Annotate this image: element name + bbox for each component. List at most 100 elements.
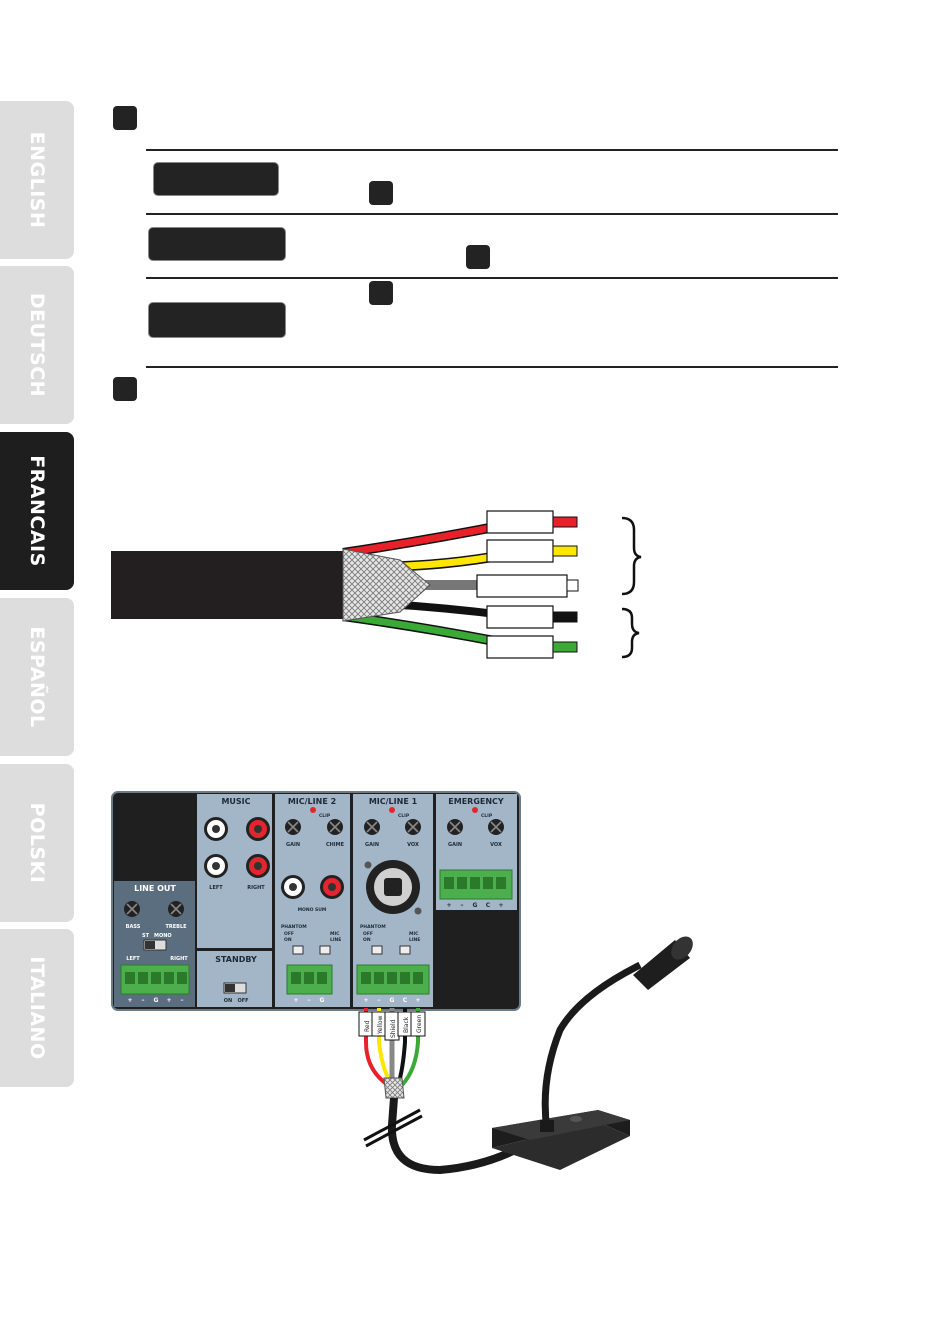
terminal-sign: – — [461, 902, 464, 909]
standby-on-label: ON — [224, 998, 232, 1004]
line-out-title: LINE OUT — [134, 884, 176, 893]
cable-diagram — [111, 510, 642, 659]
music-left-label: LEFT — [209, 885, 223, 891]
emergency-clip-led — [472, 807, 478, 813]
microphone-base — [492, 1122, 630, 1170]
mono-sum-label: MONO SUM — [298, 907, 327, 913]
panel-red-wire — [364, 1008, 390, 1087]
music-left-rca-1[interactable] — [212, 825, 220, 833]
mic-line-1-line-label: LINE — [409, 937, 420, 943]
shield-sleeve — [476, 574, 568, 598]
table-rule — [146, 277, 838, 279]
music-right-rca-2[interactable] — [254, 862, 262, 870]
microphone-button[interactable] — [570, 1116, 582, 1122]
wire-tag-red: Red — [364, 1020, 371, 1032]
terminal-sign: + — [446, 902, 451, 909]
mic-line-1-phantom-switch[interactable] — [371, 945, 383, 955]
terminal-sign: – — [142, 997, 145, 1004]
standby-section — [197, 951, 272, 1007]
inline-marker — [369, 281, 393, 305]
mic-line-1-clip-led — [389, 807, 395, 813]
mono-sum-rca-right[interactable] — [328, 883, 336, 891]
terminal-sign: + — [415, 997, 420, 1004]
tab-espanol[interactable]: ESPAÑOL — [0, 598, 74, 756]
terminal-sign: G — [320, 997, 325, 1004]
mic-line-1-gain-label: GAIN — [365, 842, 379, 848]
tab-francais[interactable]: FRANCAIS — [0, 432, 74, 590]
wire-tag-yellow: Yellow — [377, 1015, 384, 1035]
mic-line-1-phantom-label: PHANTOM — [360, 924, 386, 930]
mic-line-2-mic-label: MIC — [330, 931, 340, 937]
tab-francais-label: FRANCAIS — [26, 455, 48, 567]
mono-label: MONO — [154, 933, 172, 939]
section-marker — [113, 377, 137, 401]
tab-espanol-label: ESPAÑOL — [26, 626, 48, 728]
terminal-sign: + — [498, 902, 503, 909]
inline-marker — [466, 245, 490, 269]
music-left-rca-2[interactable] — [212, 862, 220, 870]
music-title: MUSIC — [221, 797, 250, 806]
section-marker — [113, 106, 137, 130]
panel-green-wire — [400, 1008, 420, 1087]
label-pill — [149, 303, 285, 337]
mic-line-1-mic-line-switch[interactable] — [399, 945, 411, 955]
terminal-sign: – — [308, 997, 311, 1004]
terminal-sign: + — [127, 997, 132, 1004]
mic-line-2-phantom-switch[interactable] — [292, 945, 304, 955]
mic-line-2-phantom-off: OFF — [284, 931, 294, 937]
tab-italiano[interactable]: ITALIANO — [0, 929, 74, 1087]
standby-off-label: OFF — [237, 998, 248, 1004]
terminal-sign: – — [378, 997, 381, 1004]
music-right-rca-1[interactable] — [254, 825, 262, 833]
mic-line-2-mic-line-switch[interactable] — [319, 945, 331, 955]
wire-tag-black: Black — [403, 1016, 410, 1033]
terminal-sign: G — [473, 902, 478, 909]
terminal-sign: G — [154, 997, 159, 1004]
terminal-sign: – — [181, 997, 184, 1004]
emergency-clip-label: CLIP — [481, 813, 493, 819]
mono-sum-rca-left[interactable] — [289, 883, 297, 891]
green-sleeve — [486, 635, 554, 659]
tab-deutsch[interactable]: DEUTSCH — [0, 266, 74, 424]
mic-line-2-clip-label: CLIP — [319, 813, 331, 819]
treble-label: TREBLE — [165, 924, 187, 930]
mic-line-2-gain-label: GAIN — [286, 842, 300, 848]
chime-label: CHIME — [326, 842, 345, 848]
rear-panel-diagram: LINE OUT BASS TREBLE ST MONO LEFT RIGHT … — [111, 791, 693, 1175]
cable-break-mark — [363, 1108, 421, 1142]
wire-tag-shield: Shield — [390, 1019, 397, 1038]
emergency-gain-label: GAIN — [448, 842, 462, 848]
music-right-label: RIGHT — [247, 885, 265, 891]
terminal-sign: C — [403, 997, 408, 1004]
red-sleeve — [486, 510, 554, 534]
tab-polski[interactable]: POLSKI — [0, 764, 74, 922]
mic-line-2-line-label: LINE — [330, 937, 341, 943]
cable-jacket — [111, 551, 343, 619]
label-pill — [154, 163, 278, 195]
table-rule — [146, 149, 838, 151]
mic-line-1-vox-label: VOX — [407, 842, 419, 848]
emergency-vox-label: VOX — [490, 842, 502, 848]
inline-marker — [369, 181, 393, 205]
terminal-sign: + — [363, 997, 368, 1004]
tab-deutsch-label: DEUTSCH — [26, 292, 48, 398]
mic-line-2-phantom-label: PHANTOM — [281, 924, 307, 930]
control-brace — [621, 607, 640, 659]
tab-english[interactable]: ENGLISH — [0, 101, 74, 259]
mic-line-1-phantom-on: ON — [363, 937, 371, 943]
terminal-sign: + — [293, 997, 298, 1004]
wire-tag-green: Green — [416, 1015, 423, 1033]
line-out-left-label: LEFT — [126, 956, 140, 962]
yellow-sleeve — [486, 539, 554, 563]
mic-line-2-title: MIC/LINE 2 — [288, 797, 336, 806]
standby-title: STANDBY — [215, 955, 257, 964]
table-rule — [146, 366, 838, 368]
st-label: ST — [142, 933, 150, 939]
mic-line-2-clip-led — [310, 807, 316, 813]
line-out-right-label: RIGHT — [170, 956, 188, 962]
table-rule — [146, 213, 838, 215]
audio-brace — [621, 516, 642, 596]
mic-line-1-phantom-off: OFF — [363, 931, 373, 937]
terminal-sign: C — [486, 902, 491, 909]
mic-line-1-clip-label: CLIP — [398, 813, 410, 819]
